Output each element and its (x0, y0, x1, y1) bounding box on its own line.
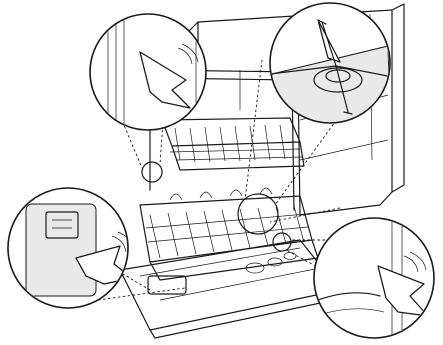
callout-gasket-wipe (90, 10, 206, 140)
callout-dispenser-wipe (8, 188, 134, 308)
lower-rack (140, 188, 318, 280)
upper-rack (162, 118, 304, 170)
spray-arm-zoom-target (238, 194, 278, 234)
dishwasher-door (120, 240, 344, 338)
gasket-zoom-target (142, 162, 162, 182)
callout-spray-arm (266, 3, 400, 130)
callout-corner-wipe (314, 218, 434, 340)
